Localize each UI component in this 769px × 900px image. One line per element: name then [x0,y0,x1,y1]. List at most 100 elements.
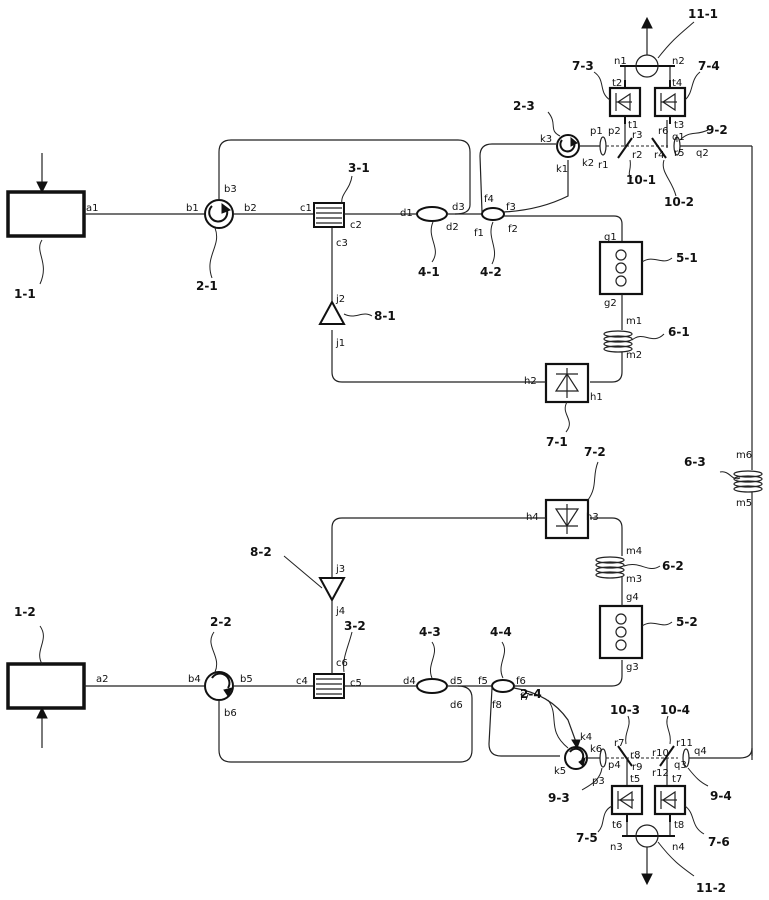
port-m3: m3 [626,574,642,585]
light-source-1-1 [8,192,84,236]
label-10-2: 10-2 [664,195,694,209]
port-j1: j1 [335,338,345,349]
label-3-1: 3-1 [348,161,370,175]
leader-3-1 [342,176,352,204]
output-arrowhead-top [642,18,652,28]
lens-9-1 [600,137,606,155]
port-b2: b2 [244,203,257,214]
label-4-1: 4-1 [418,265,440,279]
label-7-6: 7-6 [708,835,730,849]
port-r6: r6 [658,126,668,137]
wire-h2-j1 [332,330,546,382]
port-p3: p3 [592,776,605,787]
coupler-4-2 [482,208,504,220]
label-8-2: 8-2 [250,545,272,559]
coupler-4-4 [492,680,514,692]
fiber-m4-h3 [590,518,622,556]
port-p1: p1 [590,126,603,137]
label-9-4: 9-4 [710,789,732,803]
amplifier-8-2 [320,578,344,600]
port-r4: r4 [654,150,664,161]
port-g2: g2 [604,298,617,309]
leader-11-1 [658,22,694,58]
port-r9: r9 [632,762,642,773]
leader-7-2 [588,462,598,500]
fiber-coil-6-2 [596,557,624,578]
label-10-3: 10-3 [610,703,640,717]
port-c5: c5 [350,678,362,689]
port-p4: p4 [608,760,621,771]
leader-2-1 [210,228,217,278]
leader-1-1 [40,240,44,284]
port-q3: q3 [674,760,687,771]
label-6-3: 6-3 [684,455,706,469]
label-7-4: 7-4 [698,59,720,73]
port-r8: r8 [630,750,640,761]
leader-10-4 [667,716,670,744]
leader-4-1 [431,222,435,262]
port-j3: j3 [335,564,345,575]
label-4-4: 4-4 [490,625,512,639]
port-a1: a1 [86,203,99,214]
port-k5: k5 [554,766,566,777]
port-h4: h4 [526,512,539,523]
port-q1: q1 [672,132,685,143]
port-q2: q2 [696,148,709,159]
port-r10: r10 [652,748,669,759]
port-f8: f8 [492,700,502,711]
leader-4-3 [430,642,434,678]
leader-4-4 [501,642,505,678]
port-b6: b6 [224,708,237,719]
leader-5-2 [642,622,672,626]
port-g4: g4 [626,592,639,603]
label-6-2: 6-2 [662,559,684,573]
label-5-2: 5-2 [676,615,698,629]
port-t3: t3 [674,120,684,131]
port-f5: f5 [478,676,488,687]
port-t8: t8 [674,820,684,831]
leader-7-6 [685,806,704,834]
port-r5: r5 [674,148,684,159]
label-8-1: 8-1 [374,309,396,323]
leader-10-2 [663,160,676,196]
coupler-4-3 [417,679,447,693]
leader-2-3 [548,112,560,136]
label-10-4: 10-4 [660,703,690,717]
amplifier-8-1 [320,302,344,324]
port-p2: p2 [608,126,621,137]
label-1-2: 1-2 [14,605,36,619]
port-f3: f3 [506,202,516,213]
port-t1: t1 [628,120,638,131]
label-7-3: 7-3 [572,59,594,73]
port-b5: b5 [240,674,253,685]
label-9-3: 9-3 [548,791,570,805]
leader-6-1 [632,334,664,340]
port-h3: h3 [586,512,599,523]
port-r3: r3 [632,130,642,141]
port-g1: g1 [604,232,617,243]
leader-7-1 [565,402,569,432]
port-m6: m6 [736,450,752,461]
port-b4: b4 [188,674,201,685]
leader-2-4 [548,700,568,748]
port-n1: n1 [614,56,627,67]
port-n2: n2 [672,56,685,67]
label-7-5: 7-5 [576,831,598,845]
port-c1: c1 [300,203,312,214]
port-r12: r12 [652,768,669,779]
port-c6: c6 [336,658,348,669]
fiber-coil-6-3 [734,471,762,492]
label-9-2: 9-2 [706,123,728,137]
port-c3: c3 [336,238,348,249]
port-m5: m5 [736,498,752,509]
leader-10-3 [626,716,629,744]
fiber-m2-h1 [590,352,622,382]
port-k1: k1 [556,164,568,175]
port-d3: d3 [452,202,465,213]
port-r2: r2 [632,150,642,161]
fiber-coil-6-1 [604,331,632,352]
port-f1: f1 [474,228,484,239]
label-1-1: 1-1 [14,287,36,301]
circulator-arrow-2-2 [212,674,229,688]
port-c4: c4 [296,676,308,687]
